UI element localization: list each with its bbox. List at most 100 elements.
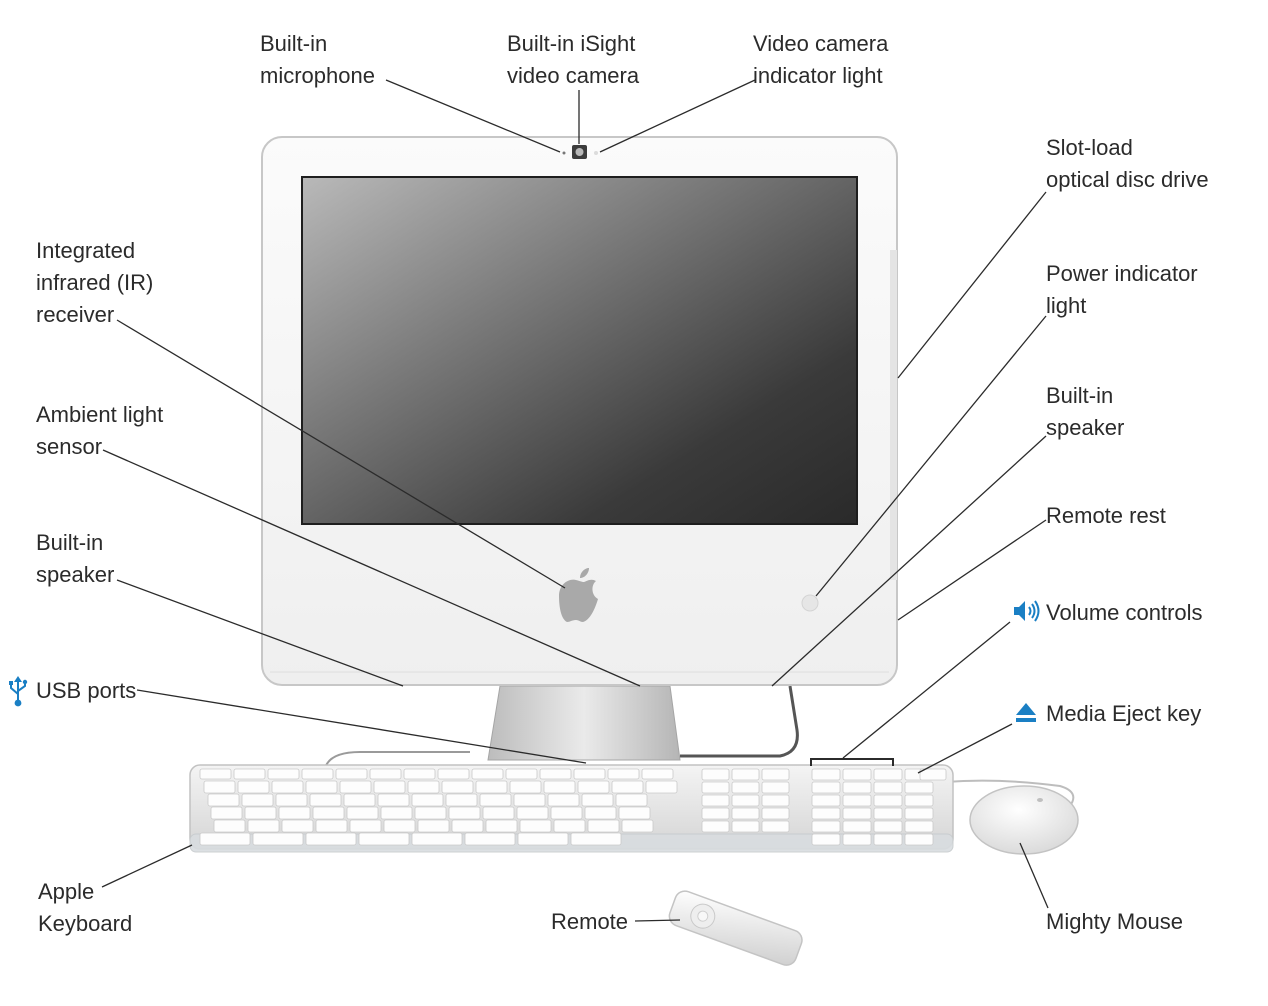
- keyboard-key: [275, 793, 308, 807]
- keyboard-key: [904, 794, 934, 807]
- keyboard-key: [516, 806, 549, 820]
- keyboard-key: [618, 806, 651, 820]
- keyboard-key: [904, 781, 934, 794]
- keyboard-key: [621, 819, 654, 833]
- apple-logo: [559, 568, 598, 622]
- keyboard-key: [403, 768, 436, 780]
- bracket-left: [810, 758, 812, 766]
- keyboard-key: [203, 780, 236, 794]
- keyboard-key: [471, 768, 504, 780]
- keyboard-key: [811, 833, 841, 846]
- keyboard-key: [339, 780, 372, 794]
- keyboard-key: [811, 807, 841, 820]
- keyboard-key: [587, 819, 620, 833]
- apple-remote: [668, 890, 803, 966]
- keyboard-key: [271, 780, 304, 794]
- keyboard-key: [411, 832, 463, 846]
- label-remote-rest: Remote rest: [1046, 503, 1166, 528]
- keyboard-key: [904, 807, 934, 820]
- label-camera-indicator: Video camera indicator light: [753, 31, 889, 88]
- keyboard-key: [199, 832, 251, 846]
- keyboard-key: [505, 768, 538, 780]
- keyboard-key: [645, 780, 678, 794]
- label-power-indicator: Power indicator light: [1046, 261, 1198, 318]
- keyboard-key: [207, 793, 240, 807]
- leader-apple-keyboard: [101, 844, 193, 888]
- leader-speaker-left: [116, 579, 404, 687]
- keyboard-keys: [199, 768, 947, 846]
- keyboard-key: [731, 781, 760, 794]
- keyboard-key: [641, 768, 674, 780]
- label-media-eject-key: Media Eject key: [1046, 701, 1202, 726]
- keyboard-key: [811, 794, 841, 807]
- keyboard-key: [349, 819, 382, 833]
- keyboard-key: [701, 768, 730, 781]
- keyboard-key: [479, 793, 512, 807]
- leader-media-eject: [917, 723, 1013, 774]
- keyboard-key: [904, 820, 934, 833]
- keyboard-key: [811, 820, 841, 833]
- keyboard-key: [343, 793, 376, 807]
- keyboard-key: [482, 806, 515, 820]
- keyboard-key: [873, 807, 903, 820]
- keyboard-key: [445, 793, 478, 807]
- keyboard-key: [437, 768, 470, 780]
- keyboard-key: [309, 793, 342, 807]
- keyboard-key: [377, 793, 410, 807]
- eject-icon: [1016, 703, 1036, 722]
- leader-remote-rest: [897, 519, 1047, 621]
- keyboard-key: [509, 780, 542, 794]
- keyboard-key: [919, 768, 947, 781]
- keyboard-key: [247, 819, 280, 833]
- keyboard-key: [607, 768, 640, 780]
- label-usb-ports: USB ports: [36, 678, 137, 703]
- keyboard-key: [842, 807, 872, 820]
- keyboard-key: [244, 806, 277, 820]
- mighty-mouse: [969, 785, 1079, 855]
- keyboard-key: [448, 806, 481, 820]
- keyboard-key: [346, 806, 379, 820]
- keyboard-key: [573, 768, 606, 780]
- keyboard-key: [761, 820, 790, 833]
- keyboard-key: [335, 768, 368, 780]
- keyboard-key: [873, 781, 903, 794]
- keyboard-key: [358, 832, 410, 846]
- keyboard-key: [581, 793, 614, 807]
- keyboard-key: [701, 807, 730, 820]
- keyboard-key: [213, 819, 246, 833]
- label-mighty-mouse: Mighty Mouse: [1046, 909, 1183, 934]
- leader-microphone: [385, 79, 561, 153]
- leader-slot-load: [897, 191, 1047, 379]
- keyboard-key: [380, 806, 413, 820]
- camera-lens: [575, 148, 584, 156]
- volume-keys-bracket: [810, 758, 894, 760]
- keyboard-key: [873, 820, 903, 833]
- keyboard-key: [731, 820, 760, 833]
- keyboard-key: [373, 780, 406, 794]
- display-screen: [301, 176, 858, 525]
- keyboard-key: [411, 793, 444, 807]
- keyboard-key: [611, 780, 644, 794]
- label-builtin-speaker-right: Built-in speaker: [1046, 383, 1125, 440]
- keyboard-key: [701, 794, 730, 807]
- keyboard-key: [485, 819, 518, 833]
- keyboard-key: [842, 820, 872, 833]
- keyboard-key: [731, 794, 760, 807]
- keyboard-key: [701, 820, 730, 833]
- keyboard-key: [517, 832, 569, 846]
- keyboard-key: [407, 780, 440, 794]
- keyboard-key: [570, 832, 622, 846]
- keyboard-key: [199, 768, 232, 780]
- keyboard-key: [237, 780, 270, 794]
- keyboard-key: [441, 780, 474, 794]
- keyboard-key: [301, 768, 334, 780]
- leader-ambient-light: [102, 449, 641, 687]
- label-remote: Remote: [551, 909, 629, 934]
- keyboard-key: [417, 819, 450, 833]
- leader-mighty-mouse: [1019, 842, 1049, 909]
- keyboard-key: [550, 806, 583, 820]
- usb-icon: [9, 676, 28, 707]
- power-cable: [680, 685, 799, 758]
- power-indicator-light: [801, 594, 819, 612]
